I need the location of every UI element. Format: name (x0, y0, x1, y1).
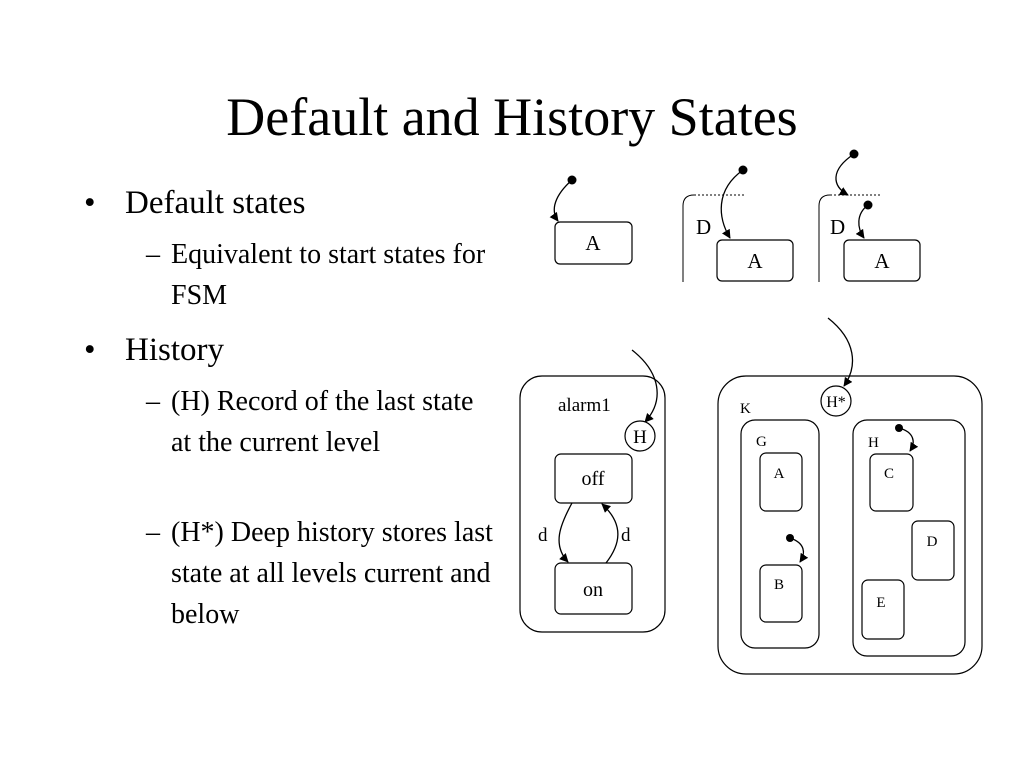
sub-bullet-text: (H) Record of the last state at the curr… (171, 386, 474, 458)
superstate-g-label: G (756, 434, 767, 450)
sub-bullet-equivalent: – Equivalent to start states for FSM (146, 234, 496, 316)
state-off-label: off (582, 468, 605, 490)
alarm-name-label: alarm1 (558, 395, 611, 416)
default-transition-arrow (898, 427, 919, 452)
state-d-box (911, 520, 955, 581)
default-transition-arrow (789, 537, 809, 563)
sub-bullet-h-deep: – (H*) Deep history stores last state at… (146, 512, 496, 635)
history-alarm-diagram: alarm1 H off on d d (519, 349, 666, 633)
superstate-d-label: D (830, 215, 845, 239)
state-a-box (554, 221, 633, 265)
superstate-border (682, 194, 695, 280)
state-e-label: E (876, 595, 885, 611)
history-connector-label: H (633, 427, 647, 448)
state-a-label: A (774, 466, 785, 482)
default-transition-arrow (549, 179, 573, 222)
superstate-h-label: H (868, 435, 879, 451)
sub-bullet-text: Equivalent to start states for FSM (171, 239, 486, 311)
state-b-box (759, 564, 803, 623)
state-d-label: D (927, 534, 938, 550)
sub-bullet-h-record: – (H) Record of the last state at the cu… (146, 381, 496, 463)
state-c-box (869, 453, 914, 512)
deep-history-connector-circle (820, 385, 852, 417)
sub-bullet-text: (H*) Deep history stores last state at a… (171, 517, 493, 630)
state-a-box (716, 239, 794, 282)
deep-history-connector-label: H* (826, 394, 846, 411)
dash-glyph: – (146, 386, 160, 417)
transition-on-to-off-arrow (601, 503, 619, 564)
state-a-box (759, 452, 803, 512)
superstate-k-label: K (740, 401, 751, 417)
default-transition-arrow (835, 153, 855, 196)
state-a-label: A (585, 231, 601, 255)
default-state-diagram-2: D A (682, 165, 794, 282)
state-a-box (843, 239, 921, 282)
state-a-label: A (874, 249, 890, 273)
default-state-diagram-3: D A (818, 149, 921, 282)
bullet-glyph: • (84, 332, 96, 368)
state-e-box (861, 579, 905, 640)
deep-history-diagram: K H* G A B H C D E (717, 317, 983, 675)
event-d-label: d (621, 525, 631, 546)
history-connector-circle (624, 420, 656, 452)
state-a-label: A (747, 249, 763, 273)
state-b-label: B (774, 577, 784, 593)
bullet-glyph: • (84, 185, 96, 221)
superstate-d-label: D (696, 215, 711, 239)
transition-off-to-on-arrow (558, 502, 573, 563)
dash-glyph: – (146, 239, 160, 270)
state-on-box (554, 562, 633, 615)
deep-history-entry-arrow (827, 317, 854, 387)
history-entry-arrow (631, 349, 658, 423)
superstate-border (818, 194, 831, 280)
state-c-label: C (884, 466, 894, 482)
default-transition-arrow (855, 204, 869, 239)
state-off-box (554, 453, 633, 504)
slide-title: Default and History States (226, 87, 798, 147)
bullet-text: History (125, 332, 224, 368)
event-d-label: d (538, 525, 548, 546)
state-on-label: on (583, 579, 603, 601)
default-transition-arrow (720, 169, 744, 239)
bullet-text: Default states (125, 185, 306, 221)
default-state-diagram-1: A (549, 175, 633, 265)
dash-glyph: – (146, 517, 160, 548)
